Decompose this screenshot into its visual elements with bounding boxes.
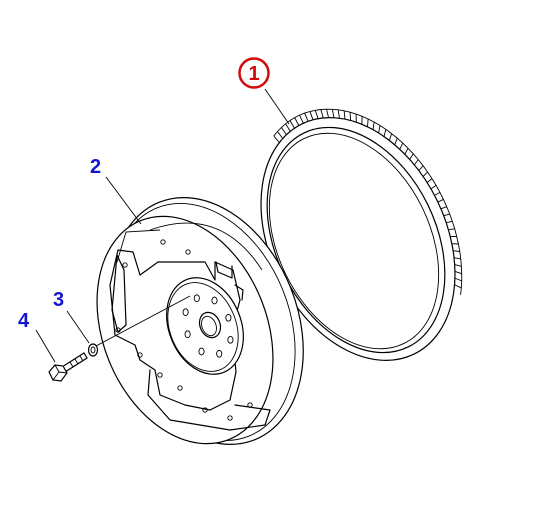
- gear-tooth: [437, 199, 444, 203]
- gear-tooth: [331, 109, 335, 118]
- gear-tooth: [430, 185, 437, 190]
- rim-hole: [137, 352, 143, 358]
- ring-gear: [260, 108, 463, 361]
- gear-tooth: [440, 206, 447, 210]
- rim-hole: [247, 402, 253, 408]
- gear-tooth: [294, 117, 300, 126]
- hub-bolt-hole: [216, 349, 223, 358]
- gear-tooth: [446, 221, 453, 224]
- gear-tooth: [372, 121, 375, 130]
- gear-tooth: [383, 129, 387, 137]
- gear-tooth: [277, 131, 284, 139]
- gear-tooth: [426, 178, 433, 183]
- gear-tooth: [443, 213, 450, 217]
- gear-tooth: [388, 133, 393, 141]
- callout-4[interactable]: 4: [18, 310, 30, 332]
- gear-tooth: [349, 112, 352, 121]
- gear-tooth-tips: [273, 108, 463, 295]
- gear-tooth: [314, 110, 319, 119]
- flywheel: [96, 197, 304, 445]
- gear-tooth: [320, 109, 324, 119]
- washer: [87, 343, 99, 357]
- leader-line-4: [35, 329, 56, 363]
- callout-1: 1: [248, 63, 259, 85]
- leader-line-3: [66, 310, 90, 344]
- gear-tooth: [422, 171, 428, 177]
- bolt: [48, 352, 88, 382]
- gear-tooth: [309, 111, 314, 120]
- rim-hole: [122, 262, 128, 268]
- gear-tooth: [454, 264, 462, 267]
- rim-hole: [202, 407, 208, 413]
- gear-tooth: [454, 270, 462, 275]
- hub-bolt-hole: [225, 313, 232, 322]
- gear-tooth: [326, 109, 330, 118]
- gear-tooth: [454, 277, 462, 282]
- gear-tooth: [404, 148, 409, 155]
- rim-hole: [115, 327, 121, 333]
- rim-hole: [160, 239, 166, 245]
- hub-bolt-hole: [227, 335, 234, 344]
- callout-circle: [238, 57, 270, 89]
- leader-line-2: [105, 176, 142, 225]
- gear-tooth: [273, 135, 280, 143]
- flywheel-bolt-holes: [182, 294, 234, 358]
- gear-tooth: [448, 228, 455, 231]
- hub-bolt-hole: [211, 296, 218, 305]
- callout-3[interactable]: 3: [53, 289, 64, 311]
- gear-tooth: [418, 165, 424, 171]
- rim-hole: [157, 372, 163, 378]
- hub-bolt-hole: [198, 347, 205, 356]
- hub-bolt-hole: [182, 308, 189, 317]
- callout-1-highlight[interactable]: 1: [238, 57, 270, 89]
- gear-tooth: [453, 250, 460, 252]
- gear-tooth: [413, 159, 419, 166]
- gear-tooth: [304, 112, 309, 122]
- gear-tooth: [434, 191, 441, 196]
- leader-line-1: [264, 88, 290, 125]
- gear-tooth: [289, 120, 295, 129]
- rim-hole: [177, 385, 183, 391]
- gear-tooth: [343, 110, 346, 120]
- rim-hole: [185, 249, 191, 255]
- hub-bolt-hole: [193, 294, 200, 303]
- gear-tooth: [337, 109, 340, 119]
- flywheel-rim-holes: [115, 239, 253, 421]
- gear-tooth: [409, 153, 414, 160]
- gear-tooth: [281, 127, 287, 135]
- gear-tooth: [453, 257, 461, 260]
- gear-tooth: [378, 125, 381, 134]
- gear-tooth: [399, 142, 404, 150]
- gear-tooth: [454, 284, 462, 289]
- gear-tooth: [285, 123, 291, 132]
- hub-bolt-hole: [184, 330, 191, 339]
- callout-2[interactable]: 2: [90, 156, 101, 178]
- gear-tooth: [299, 114, 304, 124]
- gear-tooth: [394, 137, 398, 145]
- rim-hole: [227, 415, 233, 421]
- gear-tooth: [367, 118, 369, 127]
- assembly-line: [95, 295, 191, 347]
- ring-gear-teeth: [273, 108, 463, 295]
